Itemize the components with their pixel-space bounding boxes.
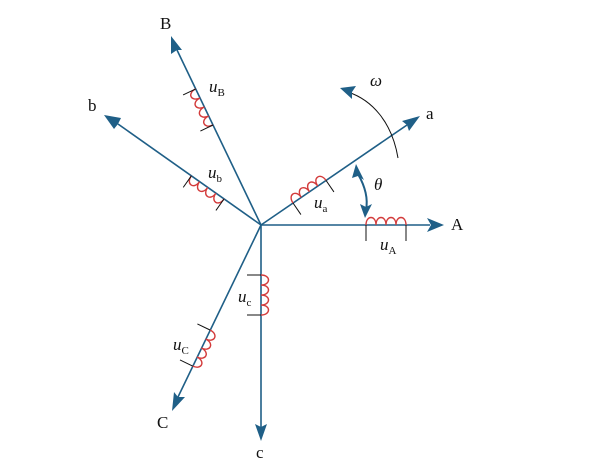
axis-c xyxy=(255,225,267,441)
omega-symbol: ω xyxy=(370,71,382,90)
voltage-label-uC: uC xyxy=(173,335,189,357)
theta-symbol: θ xyxy=(374,175,382,194)
voltage-label-uA: uA xyxy=(380,235,397,257)
axis-label-C: C xyxy=(157,413,168,432)
axis-A xyxy=(261,218,444,232)
voltage-label-uB: uB xyxy=(209,77,225,99)
omega-rotation-indicator xyxy=(340,86,399,159)
axis-label-B: B xyxy=(160,14,171,33)
coil-A xyxy=(365,216,407,241)
axis-C xyxy=(172,224,262,411)
voltage-label-ub: ub xyxy=(208,163,223,185)
axis-B xyxy=(171,36,262,226)
axis-label-c: c xyxy=(256,443,264,462)
theta-angle-indicator xyxy=(352,164,372,218)
axis-label-A: A xyxy=(451,215,464,234)
voltage-label-uc: uc xyxy=(238,287,252,309)
coil-C xyxy=(179,323,216,368)
axis-b xyxy=(104,115,262,226)
axis-label-a: a xyxy=(426,104,434,123)
axis-label-b: b xyxy=(88,96,97,115)
coil-b xyxy=(182,175,225,211)
voltage-label-ua: ua xyxy=(314,193,328,215)
coil-a xyxy=(290,175,335,215)
coil-c xyxy=(247,274,270,316)
axis-a xyxy=(260,116,420,226)
